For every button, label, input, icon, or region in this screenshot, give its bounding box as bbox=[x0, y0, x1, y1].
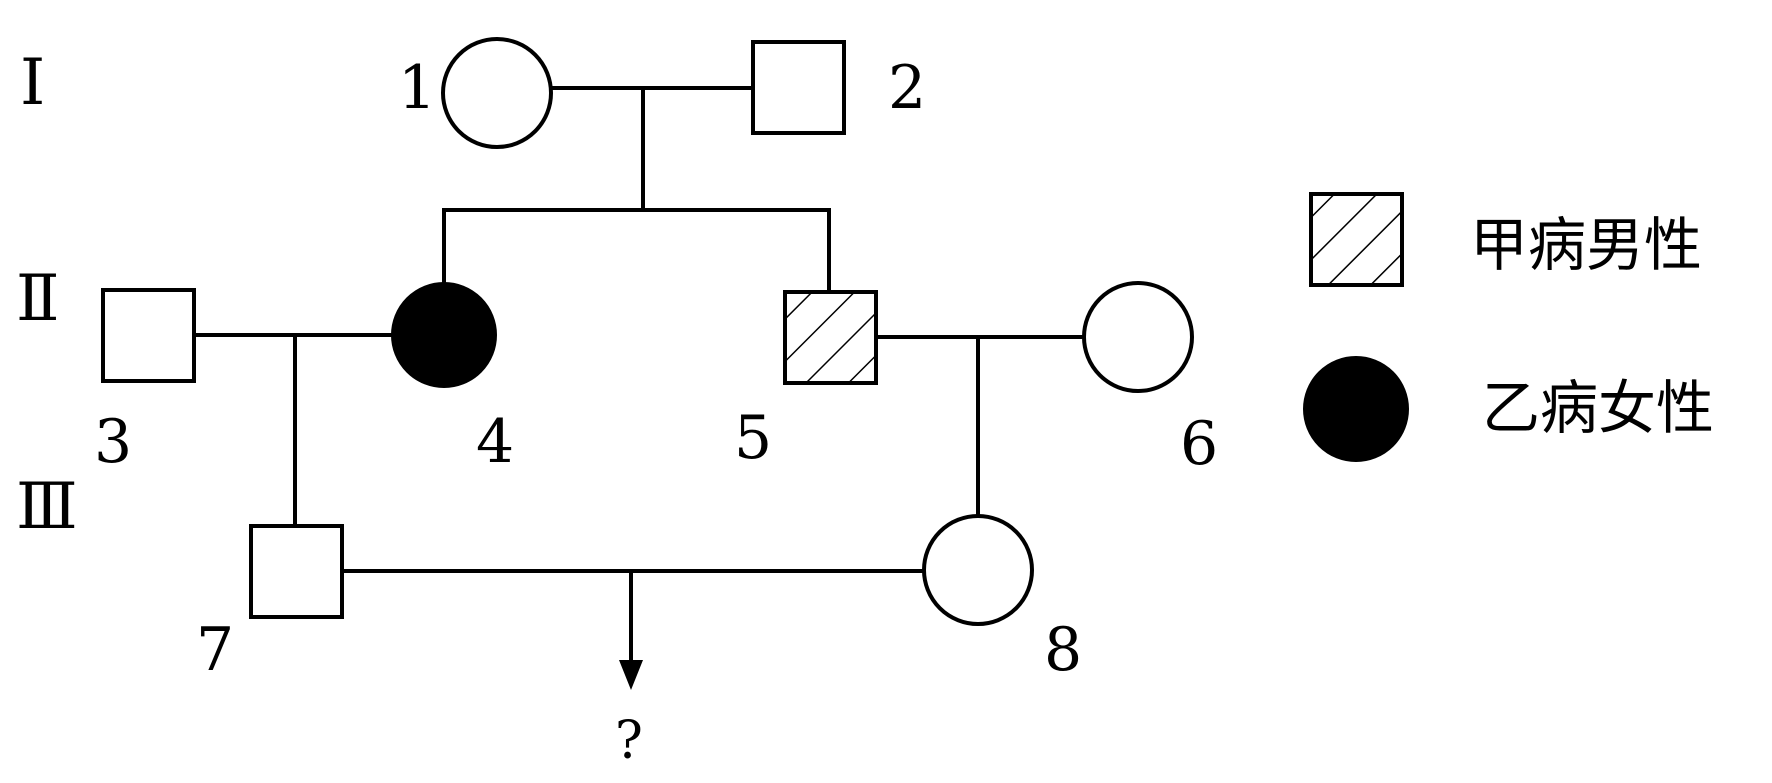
label-individual-3: 3 bbox=[94, 407, 132, 477]
generation-label-1: Ⅰ bbox=[20, 47, 45, 118]
label-individual-2: 2 bbox=[888, 53, 926, 123]
individual-6-female bbox=[1082, 281, 1194, 393]
generation-label-3: Ⅲ bbox=[16, 471, 78, 542]
offspring-arrow-head bbox=[619, 660, 643, 690]
label-individual-1: 1 bbox=[398, 53, 436, 123]
individual-4-female-disease-b bbox=[391, 282, 497, 388]
individual-5-male-disease-a bbox=[783, 290, 878, 385]
generation-label-2: Ⅱ bbox=[16, 263, 60, 334]
individual-8-female bbox=[922, 514, 1034, 626]
legend-disease-a-male-label: 甲病男性 bbox=[1470, 211, 1702, 279]
individual-3-male bbox=[101, 288, 196, 383]
offspring-unknown-label: ? bbox=[615, 711, 643, 771]
label-individual-4: 4 bbox=[476, 407, 514, 477]
legend-filled-circle-icon bbox=[1303, 356, 1409, 462]
individual-1-female bbox=[441, 37, 553, 149]
label-individual-5: 5 bbox=[734, 403, 772, 473]
label-individual-6: 6 bbox=[1180, 409, 1218, 479]
individual-7-male bbox=[249, 524, 344, 619]
label-individual-8: 8 bbox=[1044, 615, 1082, 685]
label-individual-7: 7 bbox=[196, 615, 234, 685]
individual-2-male bbox=[751, 40, 846, 135]
legend-hatched-square-icon bbox=[1309, 192, 1404, 287]
legend-disease-b-female-label: 乙病女性 bbox=[1482, 374, 1714, 442]
